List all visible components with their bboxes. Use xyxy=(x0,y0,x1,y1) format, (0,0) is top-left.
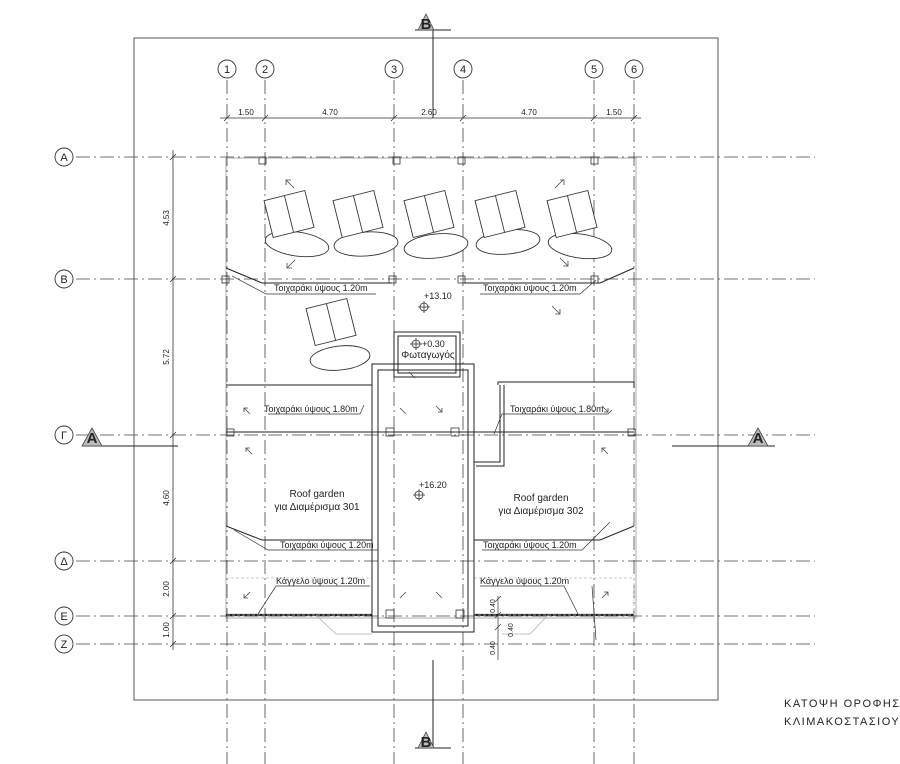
section-b-label-bottom: B xyxy=(421,734,432,751)
drawing-title-line1: ΚΑΤΟΨΗ ΟΡΟΦΗΣ xyxy=(784,698,900,710)
grid-col-6: 6 xyxy=(631,64,637,76)
solar-panel-3 xyxy=(403,189,469,259)
stair-core xyxy=(371,363,475,633)
small-dim-2: 0.40 xyxy=(508,623,515,637)
dim-row-d-e: 2.00 xyxy=(162,581,171,597)
parapet-walls xyxy=(225,267,635,541)
small-dim-3: 0.40 xyxy=(490,641,497,655)
dim-col-1-2: 1.50 xyxy=(238,108,254,117)
grid-row-b: B xyxy=(60,274,67,286)
section-a-label-right: A xyxy=(753,430,764,447)
grid-col-4: 4 xyxy=(460,64,466,76)
roof-outline xyxy=(225,157,637,619)
dim-col-4-5: 4.70 xyxy=(521,108,537,117)
solar-panel-4 xyxy=(474,189,541,255)
section-b-label-top: B xyxy=(421,16,432,33)
section-a-label-left: A xyxy=(87,430,98,447)
wall-label-d-right: Τοιχαράκι ύψους 1.20m xyxy=(483,540,577,550)
dim-col-5-6: 1.50 xyxy=(606,108,622,117)
light-well xyxy=(393,331,461,378)
solar-panels xyxy=(263,189,613,371)
top-dimension-line xyxy=(220,114,641,122)
dim-row-e-z: 1.00 xyxy=(162,622,171,638)
grid-row-g: Γ xyxy=(61,430,67,442)
section-marker-a-right: A xyxy=(672,427,775,447)
rail-label-right: Κάγγελο ύψους 1.20m xyxy=(480,576,569,586)
wall-label-g-left: Τοιχαράκι ύψους 1.80m xyxy=(264,404,358,414)
dim-row-b-g: 5.72 xyxy=(162,349,171,365)
dim-col-2-3: 4.70 xyxy=(322,108,338,117)
dim-col-3-4: 2.60 xyxy=(421,108,437,117)
roof-garden-left-line1: Roof garden xyxy=(289,489,344,500)
column-bubbles: 1 2 3 4 5 6 xyxy=(217,59,644,79)
railing xyxy=(225,577,635,635)
grid-col-2: 2 xyxy=(262,64,268,76)
label-leaders xyxy=(231,275,613,641)
dim-row-g-d: 4.60 xyxy=(162,490,171,506)
section-marker-b-top: B xyxy=(415,13,451,118)
drawing-frame xyxy=(133,37,719,701)
core-small-dimension xyxy=(494,595,502,660)
section-marker-b-bottom: B xyxy=(415,660,451,751)
section-marker-a-left: A xyxy=(81,427,178,447)
wall-label-g-right: Τοιχαράκι ύψους 1.80m xyxy=(510,404,604,414)
row-bubbles: A B Γ Δ E Z xyxy=(54,147,74,654)
roof-garden-right-line2: για Διαμέρισμα 302 xyxy=(498,505,584,517)
drawing-title-line2: ΚΛΙΜΑΚΟΣΤΑΣΙΟΥ xyxy=(784,716,900,728)
grid-row-d: Δ xyxy=(60,556,68,568)
level-markers xyxy=(410,301,430,501)
rail-label-left: Κάγγελο ύψους 1.20m xyxy=(276,576,365,586)
level-16-20: +16.20 xyxy=(419,480,447,490)
grid-row-z: Z xyxy=(61,639,68,651)
horizontal-grid-lines xyxy=(76,156,815,645)
solar-panel-2 xyxy=(332,189,399,257)
roof-garden-right-line1: Roof garden xyxy=(513,493,568,504)
level-13-10: +13.10 xyxy=(424,291,452,301)
grid-col-1: 1 xyxy=(224,64,230,76)
dim-row-a-b: 4.53 xyxy=(162,210,171,226)
small-dim-1: 0.40 xyxy=(490,599,497,613)
grid-row-e: E xyxy=(60,611,67,623)
slope-arrows xyxy=(243,179,609,599)
core-corners xyxy=(385,427,465,619)
light-well-label: Φωταγωγός xyxy=(401,349,455,361)
left-dimension-line xyxy=(169,150,177,650)
grid-col-5: 5 xyxy=(591,64,597,76)
roof-garden-left-line2: για Διαμέρισμα 301 xyxy=(274,501,360,513)
vertical-grid-lines xyxy=(226,80,635,764)
solar-panel-6 xyxy=(305,297,371,371)
grid-col-3: 3 xyxy=(391,64,397,76)
grid-row-a: A xyxy=(60,152,68,164)
solar-panel-1 xyxy=(263,189,330,258)
wall-label-b-left: Τοιχαράκι ύψους 1.20m xyxy=(274,283,368,293)
wall-label-d-left: Τοιχαράκι ύψους 1.20m xyxy=(280,540,374,550)
solar-panel-5 xyxy=(546,189,613,260)
level-0-30: +0.30 xyxy=(422,339,445,349)
wall-label-b-right: Τοιχαράκι ύψους 1.20m xyxy=(483,283,577,293)
